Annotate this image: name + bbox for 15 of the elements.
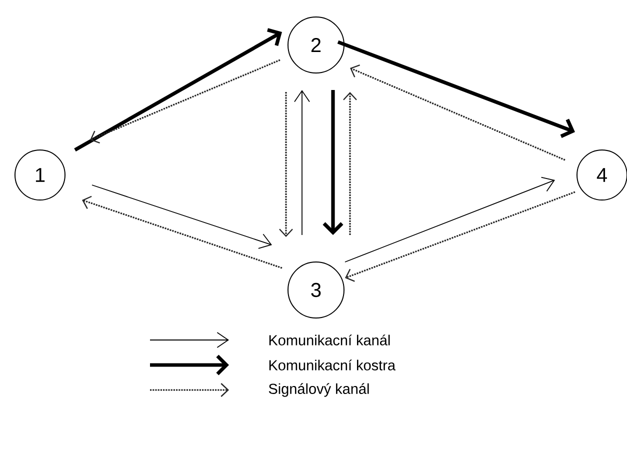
arrow: [74, 28, 282, 152]
arrow: [82, 196, 282, 269]
arrow: [345, 191, 576, 282]
arrow: [279, 92, 293, 237]
legend-text: Komunikacní kostra: [269, 360, 396, 370]
arrow: [294, 90, 310, 236]
arrow: [90, 59, 280, 144]
legend-text: Signálový kanál: [268, 383, 369, 397]
arrow: [337, 40, 575, 138]
legend-text: Komunikacní kanál: [269, 334, 390, 346]
arrow: [92, 184, 272, 249]
arrow: [350, 64, 566, 161]
arrow: [322, 90, 344, 235]
arrow: [343, 92, 357, 235]
arrow: [344, 176, 555, 262]
